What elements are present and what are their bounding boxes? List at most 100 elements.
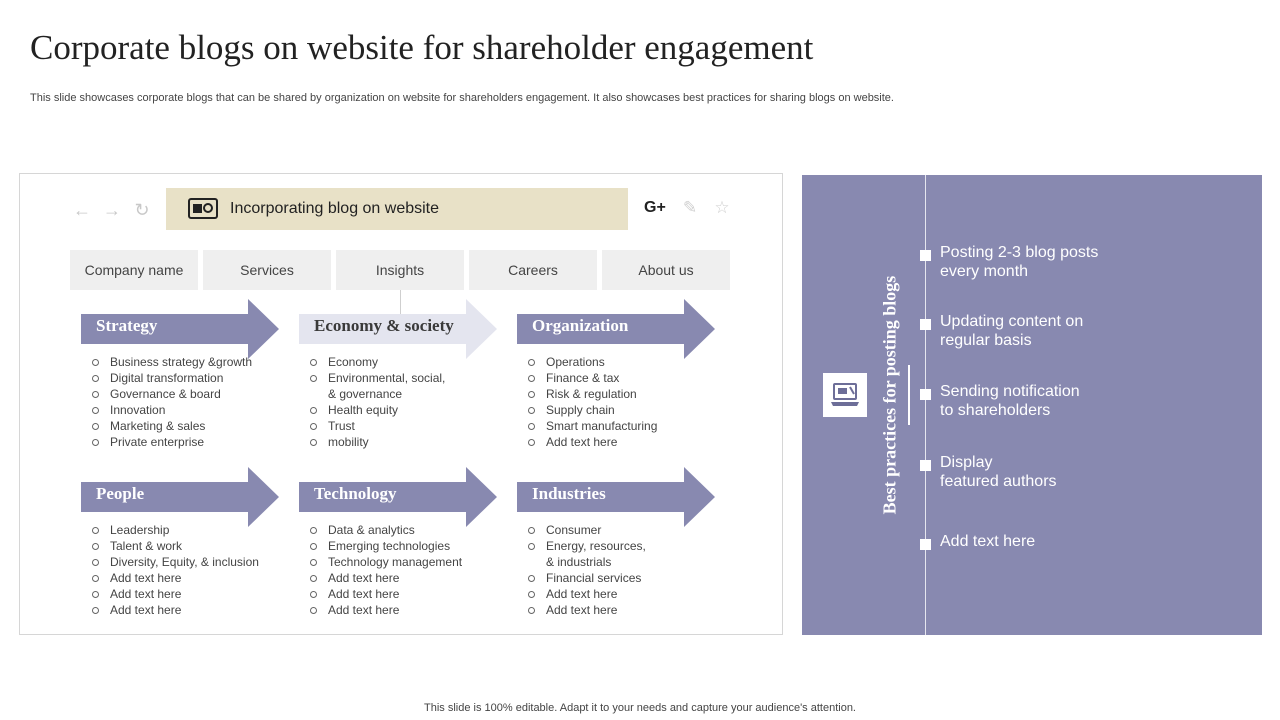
tab-company-name[interactable]: Company name xyxy=(70,250,198,290)
best-practice-item: Add text here xyxy=(920,532,1035,551)
browser-mockup: ← → ↻ Incorporating blog on website G+ ✎… xyxy=(19,173,783,635)
blog-laptop-icon xyxy=(831,383,859,406)
accent-line xyxy=(908,365,910,425)
list-item: Diversity, Equity, & inclusion xyxy=(92,554,291,570)
list-item: Smart manufacturing xyxy=(528,418,727,434)
google-plus-icon[interactable]: G+ xyxy=(644,199,666,216)
list-item: Innovation xyxy=(92,402,291,418)
timeline-line xyxy=(925,175,926,635)
list-item: Marketing & sales xyxy=(92,418,291,434)
list-item: Add text here xyxy=(92,570,291,586)
address-bar[interactable]: Incorporating blog on website xyxy=(166,188,628,230)
list-item: Health equity xyxy=(310,402,509,418)
arrow-right-icon[interactable]: → xyxy=(103,200,121,220)
list-item: Add text here xyxy=(528,434,727,450)
item-list: Operations Finance & tax Risk & regulati… xyxy=(517,354,727,450)
best-practice-item: Updating content on regular basis xyxy=(920,312,1083,350)
section-organization: Organization Operations Finance & tax Ri… xyxy=(517,299,727,450)
section-title: Economy & society xyxy=(314,316,454,335)
list-item: Financial services xyxy=(528,570,727,586)
section-technology: Technology Data & analytics Emerging tec… xyxy=(299,467,509,618)
section-arrow: People xyxy=(81,467,279,527)
section-arrow: Strategy xyxy=(81,299,279,359)
section-title: Strategy xyxy=(96,316,158,335)
section-people: People Leadership Talent & work Diversit… xyxy=(81,467,291,618)
best-practices-title: Best practices for posting blogs xyxy=(879,275,900,515)
list-item: Add text here xyxy=(310,570,509,586)
reload-icon[interactable]: ↻ xyxy=(134,200,150,220)
bullet-square xyxy=(920,539,931,550)
bullet-square xyxy=(920,389,931,400)
site-nav-tabs: Company name Services Insights Careers A… xyxy=(70,250,730,290)
list-item: Business strategy &growth xyxy=(92,354,291,370)
list-item: Leadership xyxy=(92,522,291,538)
list-item: Emerging technologies xyxy=(310,538,509,554)
item-list: Leadership Talent & work Diversity, Equi… xyxy=(81,522,291,618)
list-item: & industrials xyxy=(546,555,612,569)
bullet-square xyxy=(920,460,931,471)
tab-careers[interactable]: Careers xyxy=(469,250,597,290)
section-title: Technology xyxy=(314,484,397,503)
section-title: Organization xyxy=(532,316,629,335)
best-practice-item: Sending notification to shareholders xyxy=(920,382,1080,420)
list-item: Economy xyxy=(310,354,509,370)
connector-line xyxy=(400,290,401,318)
browser-nav: ← → ↻ xyxy=(72,200,152,220)
arrow-left-icon[interactable]: ← xyxy=(73,200,91,220)
page-title: Corporate blogs on website for sharehold… xyxy=(30,28,814,67)
list-item: Environmental, social, xyxy=(310,370,509,386)
blog-icon xyxy=(188,198,218,219)
item-list: Data & analytics Emerging technologies T… xyxy=(299,522,509,618)
list-item: Private enterprise xyxy=(92,434,291,450)
section-industries: Industries Consumer Energy, resources, &… xyxy=(517,467,727,618)
best-practice-text: Sending notification to shareholders xyxy=(940,383,1080,419)
item-list: Economy Environmental, social, & governa… xyxy=(299,354,509,450)
section-arrow: Industries xyxy=(517,467,715,527)
list-item: Digital transformation xyxy=(92,370,291,386)
tab-insights[interactable]: Insights xyxy=(336,250,464,290)
item-list: Business strategy &growth Digital transf… xyxy=(81,354,291,450)
list-item: Technology management xyxy=(310,554,509,570)
list-item: Add text here xyxy=(310,586,509,602)
tab-about-us[interactable]: About us xyxy=(602,250,730,290)
page-subtitle: This slide showcases corporate blogs tha… xyxy=(30,92,894,104)
list-item: Consumer xyxy=(528,522,727,538)
browser-actions: G+ ✎ ☆ xyxy=(644,198,734,218)
best-practice-item: Posting 2-3 blog posts every month xyxy=(920,243,1098,281)
best-practice-text: Posting 2-3 blog posts every month xyxy=(940,244,1099,280)
list-item: Data & analytics xyxy=(310,522,509,538)
list-item: mobility xyxy=(310,434,509,450)
best-practice-text: Add text here xyxy=(940,533,1036,550)
blog-badge xyxy=(823,373,867,417)
list-item: Add text here xyxy=(310,602,509,618)
list-item: Add text here xyxy=(528,586,727,602)
list-item: & governance xyxy=(328,387,403,401)
star-icon[interactable]: ☆ xyxy=(714,198,730,217)
item-list: Consumer Energy, resources, & industrial… xyxy=(517,522,727,618)
list-item: Supply chain xyxy=(528,402,727,418)
bullet-square xyxy=(920,250,931,261)
best-practice-text: Display featured authors xyxy=(940,454,1057,490)
list-item: Governance & board xyxy=(92,386,291,402)
section-arrow: Economy & society xyxy=(299,299,497,359)
list-item: Energy, resources, xyxy=(528,538,727,554)
best-practice-item: Display featured authors xyxy=(920,453,1057,491)
section-arrow: Organization xyxy=(517,299,715,359)
list-item: Risk & regulation xyxy=(528,386,727,402)
list-item: Operations xyxy=(528,354,727,370)
bullet-square xyxy=(920,319,931,330)
pencil-icon[interactable]: ✎ xyxy=(682,198,698,217)
address-text: Incorporating blog on website xyxy=(230,200,440,217)
best-practices-panel: Best practices for posting blogs Posting… xyxy=(802,175,1262,635)
list-item: Add text here xyxy=(92,586,291,602)
tab-services[interactable]: Services xyxy=(203,250,331,290)
section-economy-society: Economy & society Economy Environmental,… xyxy=(299,299,509,450)
footer-note: This slide is 100% editable. Adapt it to… xyxy=(424,702,856,714)
list-item: Talent & work xyxy=(92,538,291,554)
list-item: Add text here xyxy=(528,602,727,618)
section-arrow: Technology xyxy=(299,467,497,527)
list-item: Finance & tax xyxy=(528,370,727,386)
section-strategy: Strategy Business strategy &growth Digit… xyxy=(81,299,291,450)
list-item: Trust xyxy=(310,418,509,434)
list-item: Add text here xyxy=(92,602,291,618)
